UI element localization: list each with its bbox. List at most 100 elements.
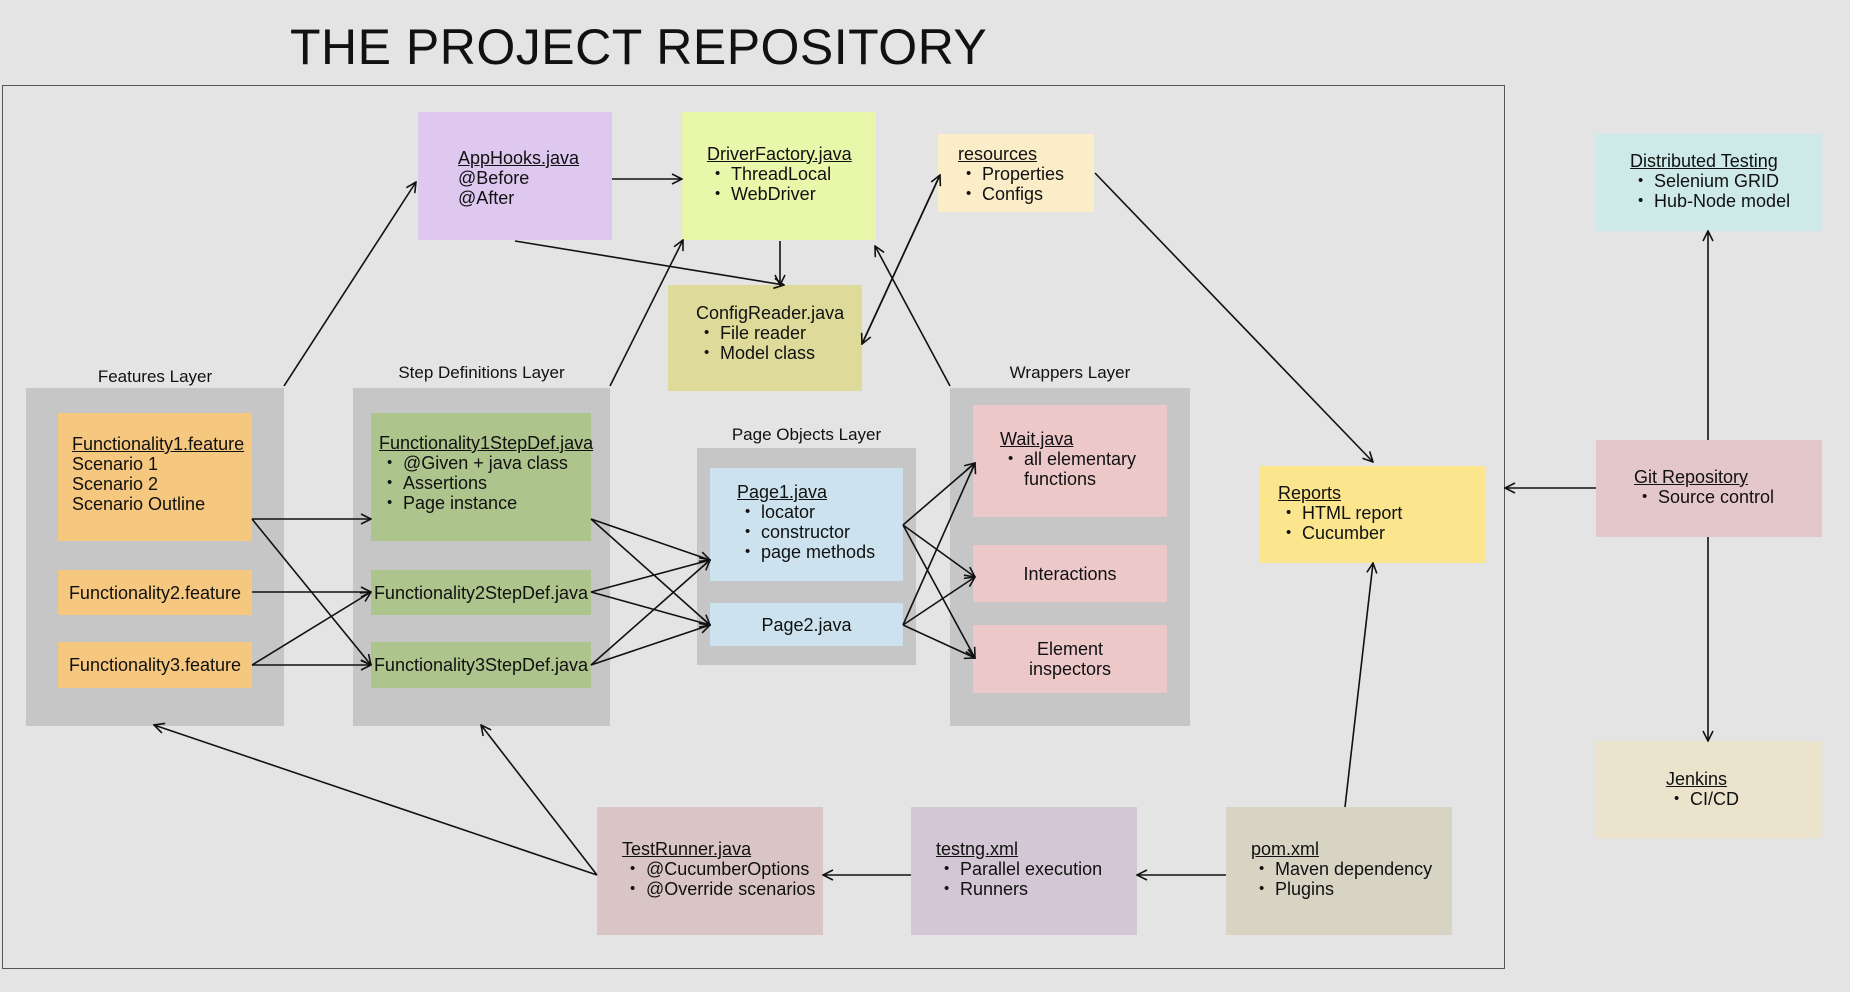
arrow-step1-to-page1 [590, 518, 710, 560]
arrow-step2-to-page2 [590, 591, 710, 625]
step1-box: Functionality1StepDef.java @Given + java… [371, 413, 594, 541]
arrow-resources-to-configreader [862, 174, 941, 344]
pom-item: Maven dependency [1251, 859, 1432, 879]
repository-frame [2, 85, 1505, 969]
pom-item: Plugins [1251, 879, 1432, 899]
distributed-item: Selenium GRID [1630, 171, 1790, 191]
configreader-item: File reader [696, 323, 844, 343]
reports-box: Reports HTML report Cucumber [1260, 466, 1486, 563]
resources-item: Configs [958, 184, 1064, 204]
apphooks-before: @Before [458, 168, 530, 188]
arrow-page2-to-wait [902, 463, 975, 626]
pom-title: pom.xml [1251, 839, 1320, 859]
arrow-page1-to-wait [902, 463, 975, 526]
arrow-resources-to-reports [1094, 172, 1373, 462]
inspectors-box: Element inspectors [973, 625, 1167, 693]
page-title: THE PROJECT REPOSITORY [290, 19, 988, 75]
reports-item: HTML report [1278, 503, 1402, 523]
feature3-label: Functionality3.feature [68, 655, 242, 675]
distributed-title: Distributed Testing [1630, 151, 1778, 171]
jenkins-box: Jenkins CI/CD [1596, 741, 1822, 838]
arrow-page1-to-inspectors [902, 524, 975, 658]
reports-title: Reports [1278, 483, 1342, 503]
wrappers-layer-label: Wrappers Layer [1009, 363, 1131, 382]
arrow-features-to-apphooks [283, 182, 416, 387]
driverfactory-title: DriverFactory.java [707, 144, 852, 164]
configreader-item: Model class [696, 343, 844, 363]
pageobjects-layer-label: Page Objects Layer [731, 425, 882, 444]
page1-box: Page1.java locator constructor page meth… [710, 468, 903, 581]
feature1-title: Functionality1.feature [72, 434, 245, 454]
driverfactory-item: ThreadLocal [707, 164, 852, 184]
distributed-testing-box: Distributed Testing Selenium GRID Hub-No… [1596, 134, 1822, 231]
testrunner-box: TestRunner.java @CucumberOptions @Overri… [597, 807, 823, 935]
jenkins-title: Jenkins [1666, 769, 1728, 789]
page1-item: constructor [737, 522, 875, 542]
arrow-step3-to-page1 [590, 560, 710, 666]
step2-label: Functionality2StepDef.java [373, 582, 589, 603]
pom-box: pom.xml Maven dependency Plugins [1226, 807, 1452, 935]
arrow-apphooks-to-configreader [514, 240, 784, 285]
arrow-testrunner-to-stepdefs [481, 725, 598, 876]
wait-item: all elementary functions [1000, 449, 1160, 489]
testng-title: testng.xml [936, 839, 1019, 859]
feature3-box: Functionality3.feature [58, 642, 252, 688]
step1-item: Assertions [379, 473, 593, 493]
git-repository-box: Git Repository Source control [1596, 440, 1822, 537]
resources-title: resources [958, 144, 1038, 164]
testng-box: testng.xml Parallel execution Runners [911, 807, 1137, 935]
arrow-testrunner-to-features [154, 725, 598, 876]
configreader-title: ConfigReader.java [696, 303, 845, 323]
driverfactory-item: WebDriver [707, 184, 852, 204]
step1-item: Page instance [379, 493, 593, 513]
arrow-step1-to-page2 [590, 518, 710, 625]
arrow-step3-to-page2 [590, 625, 710, 666]
step1-title: Functionality1StepDef.java [379, 433, 594, 453]
page1-item: locator [737, 502, 875, 522]
arrow-page1-to-interactions [902, 524, 975, 577]
wait-title: Wait.java [1000, 429, 1074, 449]
apphooks-after: @After [458, 188, 515, 208]
feature1-scenario: Scenario Outline [72, 494, 206, 514]
page2-label: Page2.java [761, 614, 852, 635]
stepdefs-layer-label: Step Definitions Layer [398, 363, 565, 382]
arrow-step2-to-page1 [590, 560, 710, 593]
git-title: Git Repository [1634, 467, 1749, 487]
page1-item: page methods [737, 542, 875, 562]
step3-box: Functionality3StepDef.java [371, 642, 591, 688]
interactions-label: Interactions [1023, 563, 1117, 584]
feature1-scenario: Scenario 1 [72, 454, 159, 474]
testrunner-title: TestRunner.java [622, 839, 752, 859]
arrow-page2-to-interactions [902, 577, 975, 626]
apphooks-title: AppHooks.java [458, 148, 580, 168]
step1-item: @Given + java class [379, 453, 593, 473]
reports-item: Cucumber [1278, 523, 1402, 543]
testng-item: Runners [936, 879, 1102, 899]
testrunner-item: @Override scenarios [622, 879, 815, 899]
git-item: Source control [1634, 487, 1774, 507]
arrow-wrappers-to-driverfactory [875, 246, 951, 387]
resources-box: resources Properties Configs [938, 134, 1094, 212]
testng-item: Parallel execution [936, 859, 1102, 879]
arrow-feature3-to-step2 [251, 592, 371, 666]
apphooks-box: AppHooks.java @Before @After [418, 112, 612, 240]
resources-item: Properties [958, 164, 1064, 184]
feature2-box: Functionality2.feature [58, 570, 252, 615]
feature2-label: Functionality2.feature [68, 582, 242, 603]
configreader-box: ConfigReader.java File reader Model clas… [668, 285, 862, 391]
step2-box: Functionality2StepDef.java [371, 570, 591, 615]
jenkins-item: CI/CD [1666, 789, 1739, 809]
interactions-box: Interactions [973, 545, 1167, 602]
driverfactory-box: DriverFactory.java ThreadLocal WebDriver [682, 112, 876, 240]
feature1-scenario: Scenario 2 [72, 474, 159, 494]
features-layer-label: Features Layer [97, 367, 213, 386]
inspectors-label: Element inspectors [1028, 639, 1112, 679]
arrow-page2-to-inspectors [902, 624, 975, 658]
feature1-box: Functionality1.feature Scenario 1 Scenar… [58, 413, 252, 541]
arrow-stepdefs-to-driverfactory [609, 240, 683, 387]
step3-label: Functionality3StepDef.java [373, 655, 589, 675]
distributed-item: Hub-Node model [1630, 191, 1790, 211]
wait-box: Wait.java all elementary functions [973, 405, 1167, 517]
page1-title: Page1.java [737, 482, 828, 502]
